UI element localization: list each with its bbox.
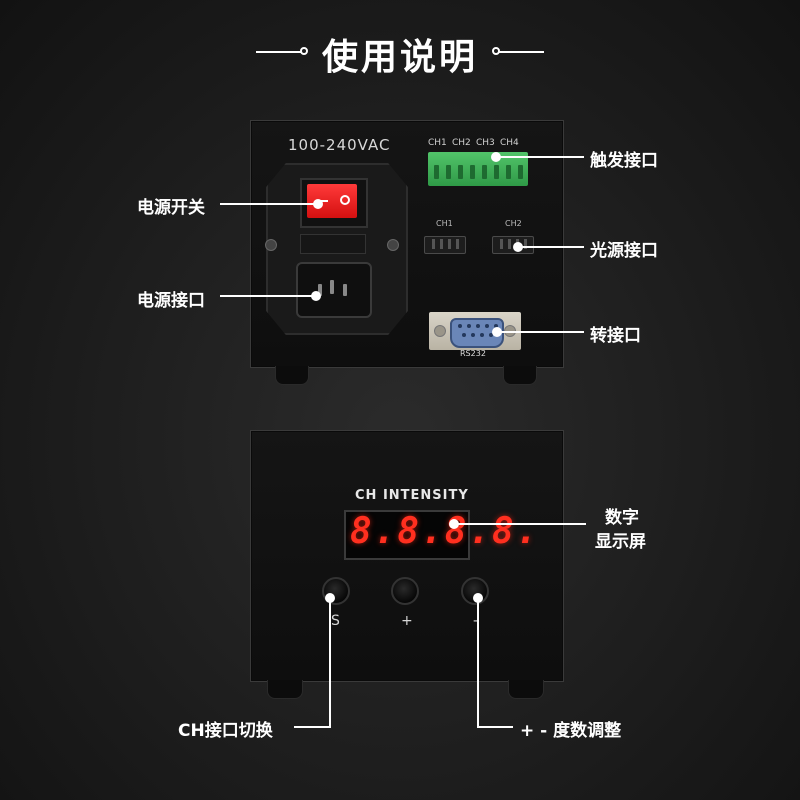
fuse-drawer[interactable] [300, 234, 366, 254]
callout-line [220, 203, 318, 205]
front-foot-left [267, 680, 303, 699]
socket-pin [318, 284, 322, 296]
serial-label: RS232 [460, 349, 486, 358]
callout-marker [313, 199, 323, 209]
ch-switch-label: CH接口切换 [178, 721, 273, 741]
display-title: CH INTENSITY [355, 488, 469, 503]
light-port-label: 光源接口 [590, 241, 658, 261]
screw-icon [265, 239, 277, 251]
callout-line [477, 726, 513, 728]
screw-icon [387, 239, 399, 251]
callout-line [477, 598, 479, 728]
callout-line [329, 598, 331, 728]
adjust-label: + - 度数调整 [520, 721, 622, 741]
callout-line [454, 523, 586, 525]
voltage-label: 100-240VAC [288, 136, 391, 154]
terminal-ch2-label: CH2 [452, 138, 471, 148]
plus-button-label: + [401, 613, 413, 629]
light-ch1-label: CH1 [436, 219, 453, 228]
plus-button[interactable] [391, 577, 419, 605]
ch-switch-button-label: S [331, 613, 340, 629]
title-decor-right-line [498, 51, 544, 53]
display-label-line2: 显示屏 [595, 532, 646, 552]
terminal-slots [434, 165, 523, 179]
socket-pin [343, 284, 347, 296]
serial-pins-top [458, 324, 498, 328]
serial-port-label: 转接口 [590, 326, 641, 346]
serial-pins-bottom [462, 333, 493, 337]
rear-foot-left [275, 366, 309, 385]
callout-line [518, 246, 584, 248]
light-ch2-label: CH2 [505, 219, 522, 228]
terminal-ch4-label: CH4 [500, 138, 519, 148]
switch-off-mark [340, 195, 350, 205]
screw-icon [434, 325, 446, 337]
socket-pin [330, 280, 334, 294]
power-port-label: 电源接口 [137, 291, 205, 311]
callout-line [220, 295, 316, 297]
display-label-line1: 数字 [605, 508, 639, 528]
callout-line [496, 156, 584, 158]
title-decor-left-line [256, 51, 302, 53]
title-decor-left-dot [300, 47, 308, 55]
power-socket[interactable] [296, 262, 372, 318]
switch-on-mark [318, 200, 328, 202]
callout-marker [311, 291, 321, 301]
rear-foot-right [503, 366, 537, 385]
display-digits: 8.8.8.8. [350, 511, 540, 552]
trigger-port-label: 触发接口 [590, 151, 658, 171]
callout-line [294, 726, 331, 728]
minus-button-label: - [473, 613, 479, 629]
terminal-ch3-label: CH3 [476, 138, 495, 148]
power-switch-label: 电源开关 [137, 198, 205, 218]
front-foot-right [508, 680, 544, 699]
callout-line [497, 331, 584, 333]
light-port-ch1-pins [432, 239, 459, 249]
page-title: 使用说明 [321, 36, 478, 78]
terminal-ch1-label: CH1 [428, 138, 447, 148]
digital-display [344, 510, 470, 560]
